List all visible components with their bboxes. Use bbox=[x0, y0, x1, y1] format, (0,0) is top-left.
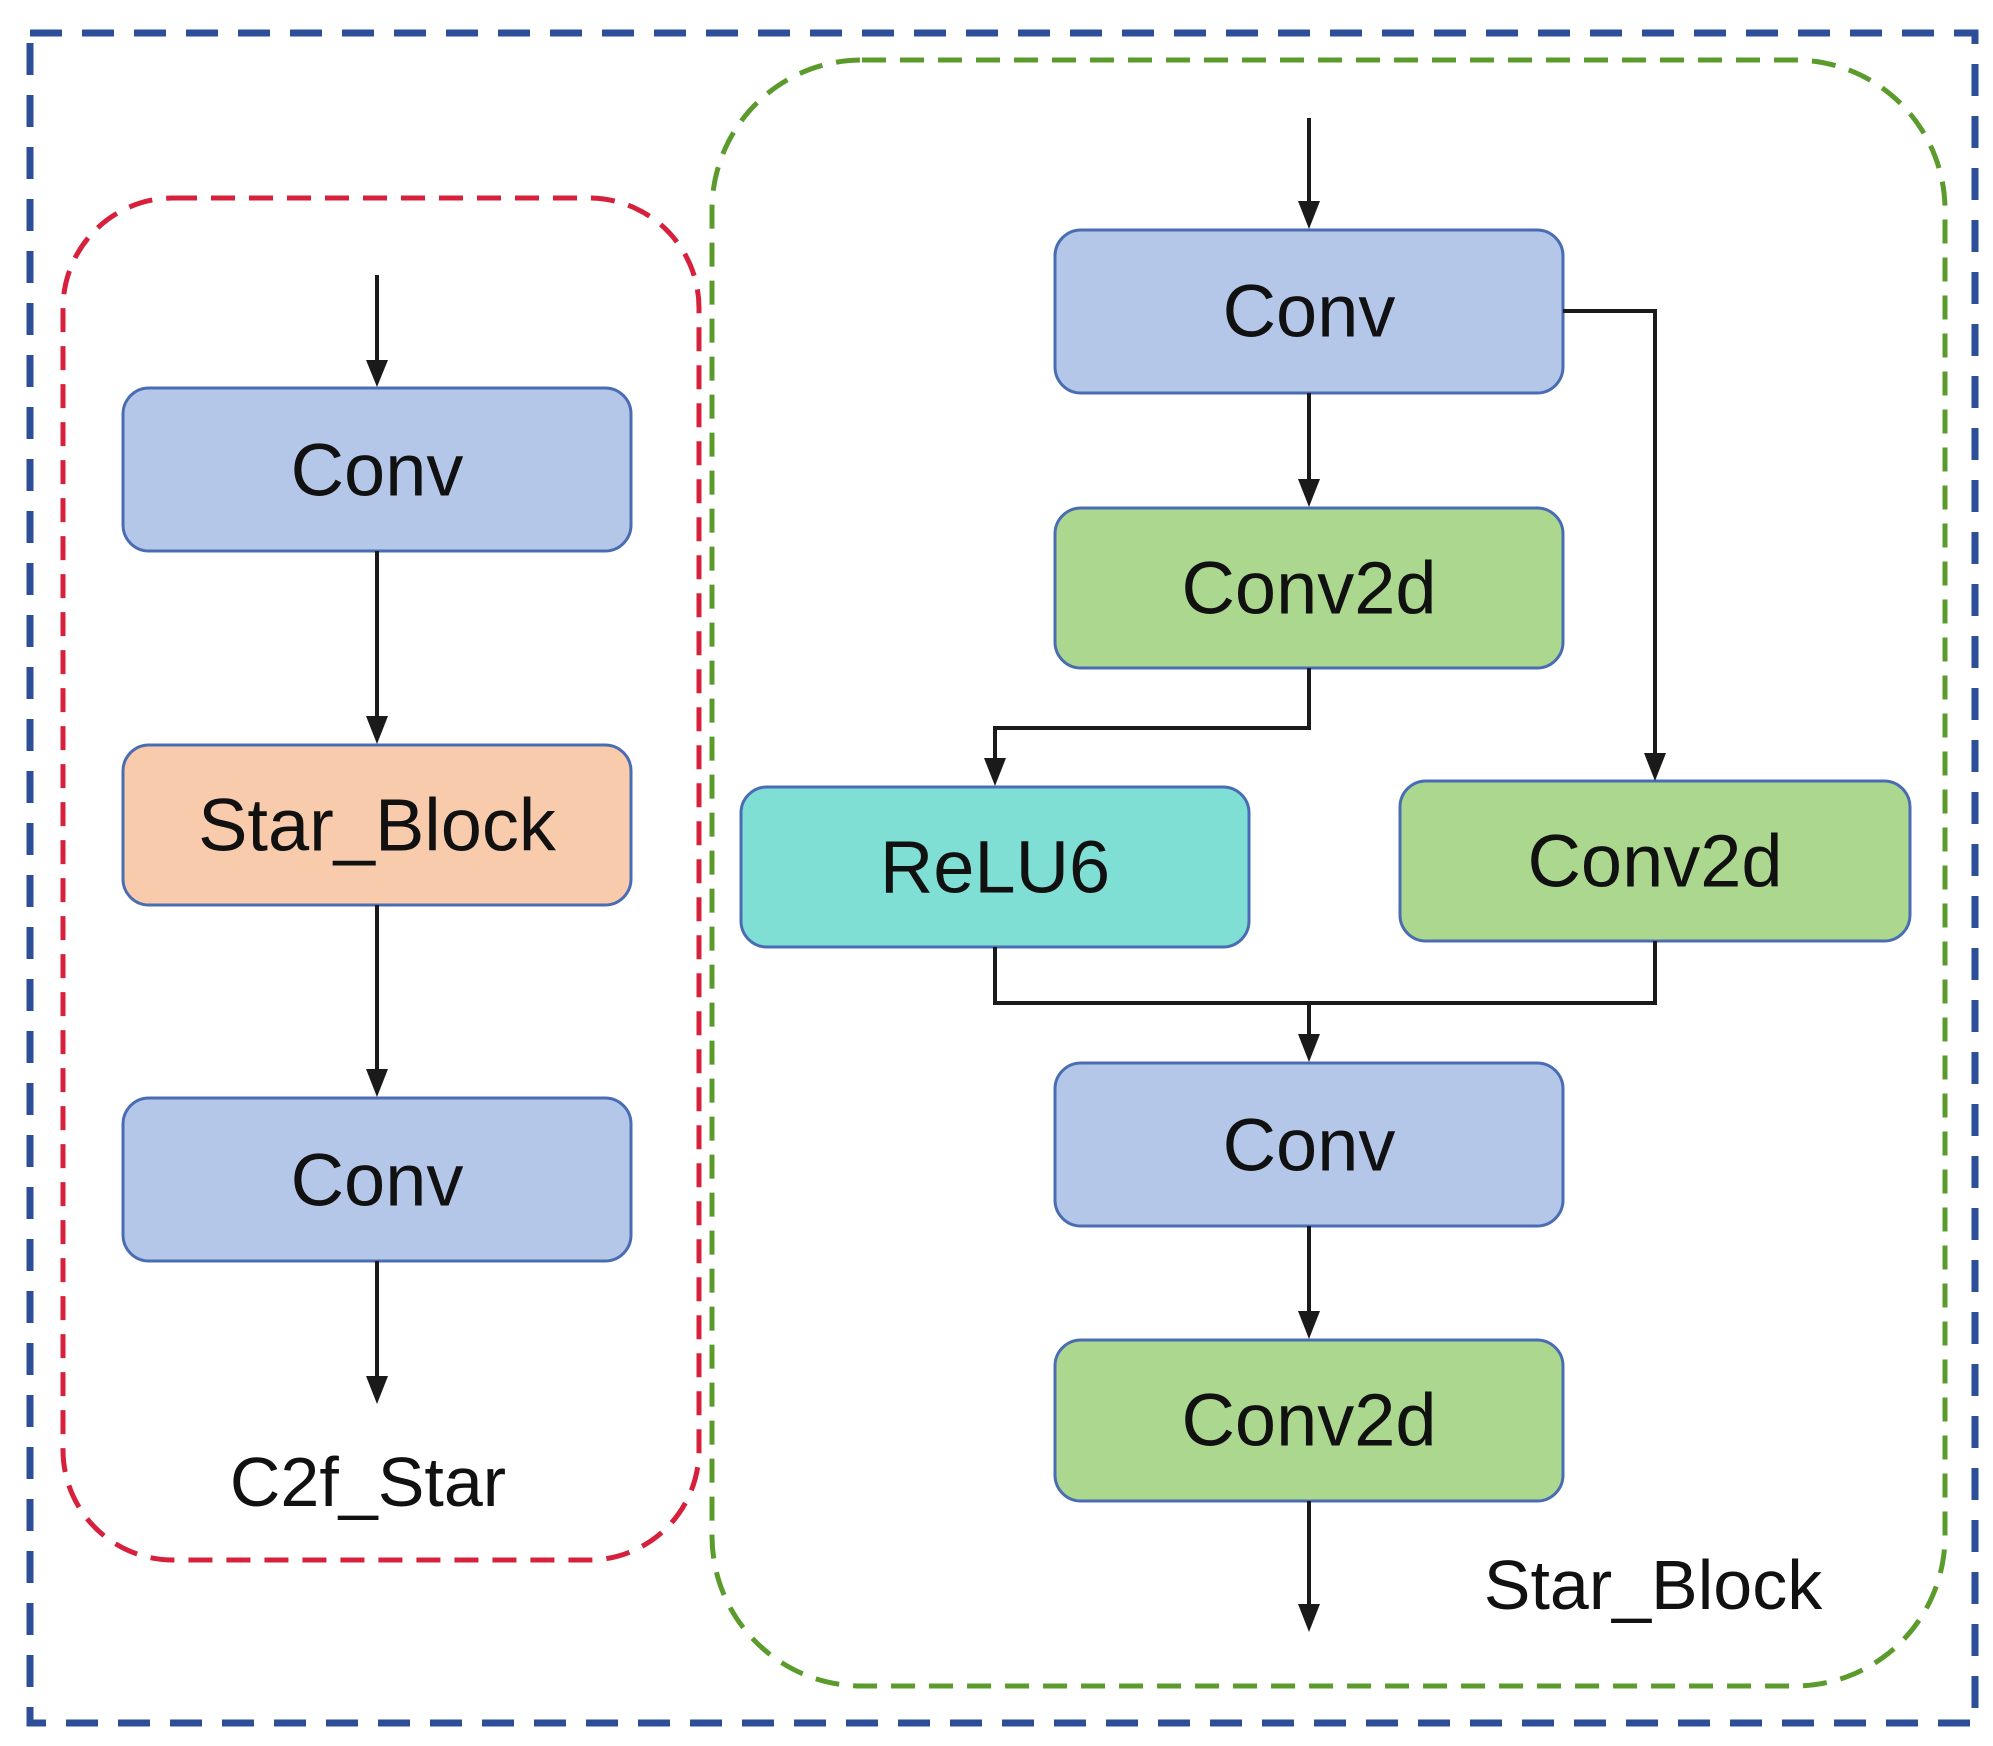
star-conv-to-right-conv2d-arrow bbox=[1563, 309, 1666, 781]
connectors bbox=[366, 118, 1666, 1632]
star-block-group bbox=[709, 57, 1948, 1689]
star-conv-top-label: Conv bbox=[1223, 270, 1396, 353]
c2f-conv-top-label: Conv bbox=[291, 429, 464, 512]
star-conv2d-bottom-node: Conv2d bbox=[1053, 1338, 1565, 1503]
star-conv-to-conv2d-bottom-arrow bbox=[1298, 1226, 1320, 1339]
star-merge-to-conv-arrow bbox=[993, 941, 1657, 1062]
c2f-conv-bottom-label: Conv bbox=[291, 1139, 464, 1222]
c2f-star-caption: C2f_Star bbox=[230, 1443, 506, 1521]
star-input-arrow bbox=[1298, 118, 1320, 229]
star-conv2d-mid-label: Conv2d bbox=[1181, 547, 1436, 630]
c2f-output-arrow bbox=[366, 1261, 388, 1404]
outer-frame bbox=[26, 29, 1979, 1727]
star-output-arrow bbox=[1298, 1501, 1320, 1632]
c2f-input-arrow bbox=[366, 275, 388, 387]
star-conv2d-right-node: Conv2d bbox=[1398, 779, 1912, 943]
star-conv-top-node: Conv bbox=[1053, 228, 1565, 395]
c2f-star-group bbox=[60, 195, 702, 1563]
c2f-star-block-label: Star_Block bbox=[198, 784, 557, 867]
star-conv2d-mid-node: Conv2d bbox=[1053, 506, 1565, 670]
star-conv2d-to-relu6-arrow bbox=[984, 668, 1311, 786]
c2f-star-block-to-conv-arrow bbox=[366, 905, 388, 1097]
star-conv-bottom-label: Conv bbox=[1223, 1104, 1396, 1187]
star-conv2d-right-label: Conv2d bbox=[1527, 820, 1782, 903]
c2f-star-block-node: Star_Block bbox=[121, 743, 633, 907]
star-block-caption: Star_Block bbox=[1484, 1546, 1823, 1624]
star-conv-to-conv2d-arrow bbox=[1298, 393, 1320, 507]
c2f-conv-to-star-block-arrow bbox=[366, 551, 388, 744]
c2f-conv-top-node: Conv bbox=[121, 386, 633, 553]
star-conv2d-bottom-label: Conv2d bbox=[1181, 1379, 1436, 1462]
star-relu6-node: ReLU6 bbox=[739, 785, 1251, 949]
star-relu6-label: ReLU6 bbox=[880, 826, 1110, 909]
c2f-conv-bottom-node: Conv bbox=[121, 1096, 633, 1263]
star-conv-bottom-node: Conv bbox=[1053, 1061, 1565, 1228]
